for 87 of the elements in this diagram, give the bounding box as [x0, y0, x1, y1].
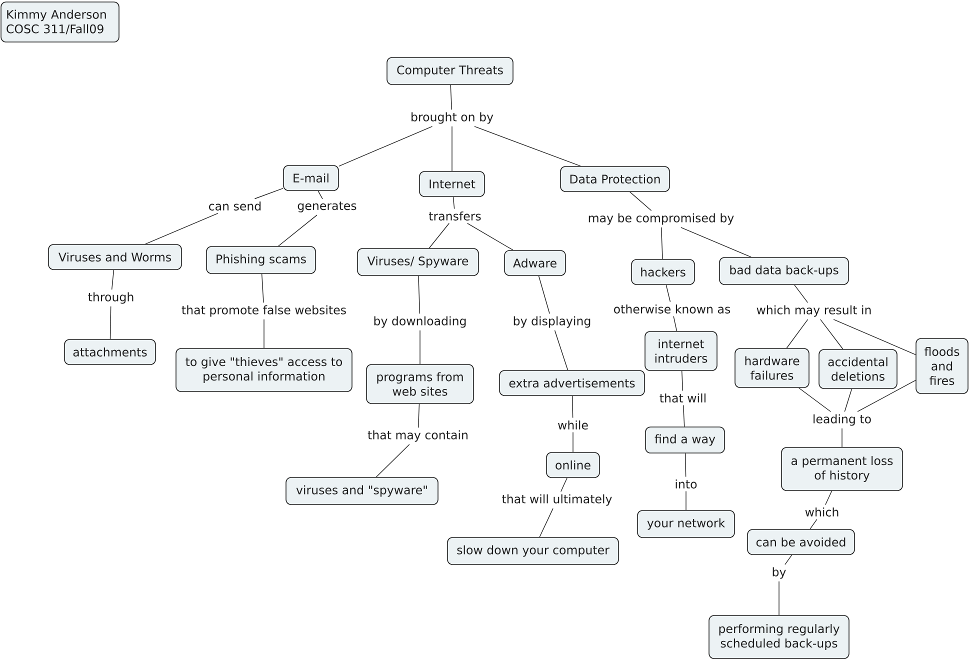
connector-line [684, 453, 686, 478]
connector-line [820, 319, 844, 350]
concept-box: Viruses/ Spyware [357, 248, 479, 276]
connector-line [261, 274, 264, 303]
connector-line [318, 190, 323, 200]
linking-phrase: by downloading [374, 316, 466, 328]
linking-phrase: that may contain [368, 430, 468, 442]
connector-line [844, 388, 852, 412]
linking-phrase: while [558, 420, 588, 430]
concept-box: accidental deletions [818, 349, 898, 389]
connector-line [452, 196, 455, 210]
linking-phrase: otherwise known as [614, 304, 730, 314]
linking-phrase: may be compromised by [588, 213, 734, 225]
concept-box: your network [637, 510, 735, 538]
header-box: Kimmy Anderson COSC 311/Fall09 [0, 2, 120, 42]
concept-box: online [546, 452, 600, 478]
concept-box: performing regularly scheduled back-ups [708, 615, 850, 659]
concept-box: can be avoided [747, 529, 855, 555]
linking-phrase: transfers [428, 211, 481, 221]
linking-phrase: into [676, 479, 697, 489]
concept-box: find a way [645, 426, 725, 454]
connector-line [554, 330, 568, 370]
linking-phrase: which [805, 507, 838, 517]
connector-line [560, 478, 568, 492]
connector-line [450, 84, 452, 110]
linking-phrase: that promote false websites [182, 305, 346, 317]
concept-box: Computer Threats [386, 57, 514, 85]
connector-line [794, 284, 808, 303]
connector-line [784, 554, 792, 565]
connector-line [572, 396, 574, 418]
connector-line [110, 306, 112, 340]
connector-line [660, 227, 663, 260]
connector-line [680, 227, 752, 258]
concept-box: hackers [631, 259, 695, 285]
connector-line [630, 192, 652, 211]
connector-line [538, 276, 550, 314]
connector-line [145, 212, 218, 244]
concept-box: bad data back-ups [719, 257, 849, 285]
linking-phrase: can send [208, 201, 261, 211]
connector-line [428, 222, 450, 248]
connector-line [857, 380, 916, 412]
connector-line [254, 188, 284, 200]
concept-box: a permanent loss of history [781, 447, 903, 491]
connector-line [786, 319, 808, 348]
concept-box: internet intruders [644, 331, 718, 371]
connector-line [778, 581, 780, 616]
concept-box: attachments [64, 339, 156, 365]
concept-box: programs from web sites [366, 364, 474, 404]
linking-phrase: brought on by [412, 112, 494, 124]
concept-box: Internet [419, 171, 485, 197]
linking-phrase: generates [298, 202, 356, 212]
connector-line [418, 276, 420, 314]
concept-box: slow down your computer [447, 537, 619, 565]
concept-box: E-mail [283, 165, 339, 191]
connector-line [539, 508, 554, 538]
connector-line [376, 444, 410, 478]
linking-phrase: by displaying [514, 316, 590, 328]
linking-phrase: which may result in [756, 305, 871, 317]
connector-line [111, 270, 114, 290]
connector-line [683, 404, 685, 427]
connector-line [798, 388, 832, 412]
connector-line [572, 432, 574, 452]
connector-line [833, 319, 916, 356]
concept-box: floods and fires [916, 338, 968, 394]
connector-line [338, 126, 433, 166]
connector-line [278, 214, 318, 246]
connector-line [825, 490, 832, 506]
linking-phrase: that will [660, 393, 706, 403]
linking-phrase: that will ultimately [502, 494, 612, 506]
connector-line [810, 518, 818, 530]
connector-line [673, 316, 678, 332]
connector-line [418, 404, 420, 428]
concept-box: extra advertisements [499, 370, 645, 396]
connector-line [467, 222, 514, 250]
linking-phrase: by [772, 567, 786, 579]
concept-box: to give "thieves" access to personal information [176, 348, 352, 392]
connector-line [682, 370, 684, 392]
connector-line [474, 126, 581, 166]
concept-box: viruses and "spyware" [286, 477, 438, 505]
concept-box: Viruses and Worms [48, 244, 182, 270]
concept-box: Adware [504, 250, 566, 276]
linking-phrase: leading to [814, 414, 871, 426]
concept-box: hardware failures [734, 348, 810, 388]
concept-box: Phishing scams [206, 246, 316, 274]
connector-line [666, 284, 671, 302]
concept-box: Data Protection [560, 166, 670, 192]
linking-phrase: through [88, 292, 134, 304]
